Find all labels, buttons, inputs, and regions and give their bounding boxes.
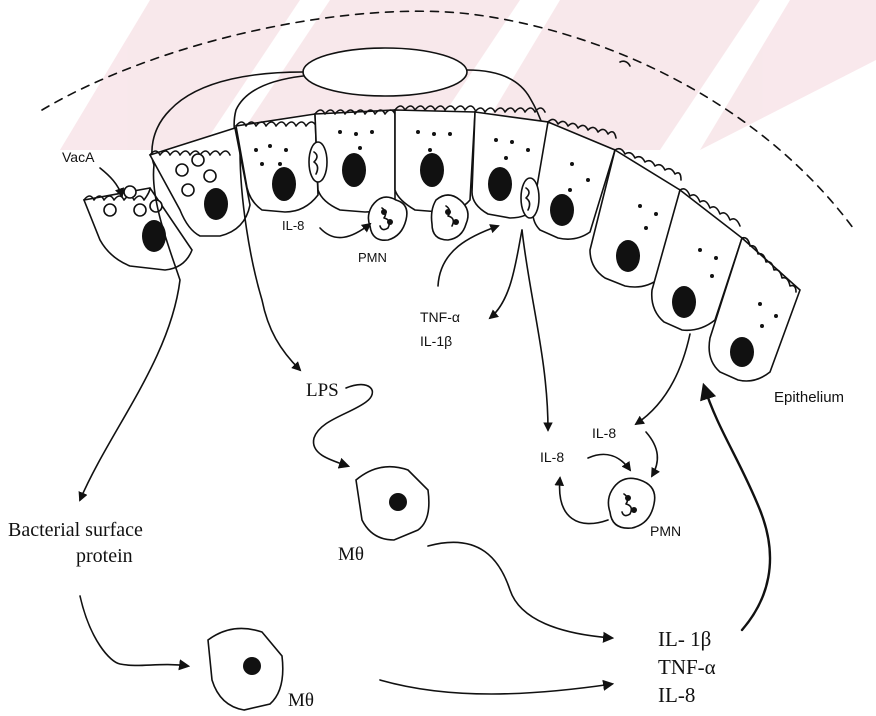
cytokine-tnfa: TNF-α — [658, 655, 716, 679]
il8-top-label: IL-8 — [282, 218, 304, 233]
macrophage-center — [356, 467, 429, 540]
il8-right-left-label: IL-8 — [540, 449, 564, 465]
vaca-arrow — [100, 168, 122, 196]
epithelium-to-il8-right-arrow — [636, 334, 690, 424]
lps-label: LPS — [306, 380, 339, 401]
il1b-small-label: IL-1β — [420, 333, 452, 349]
vaca-label: VacA — [62, 149, 95, 165]
cell-to-tnf-arrow — [490, 230, 522, 318]
bacterial-protein-line2: protein — [76, 545, 133, 567]
cell-to-il8-left-arrow — [522, 230, 548, 430]
macrophage-bottom — [208, 628, 283, 710]
cytokine-il8: IL-8 — [658, 683, 695, 707]
il8-top-to-pmn-arrow — [646, 432, 657, 476]
epithelium-label: Epithelium — [774, 389, 844, 406]
bacterial-protein-line1: Bacterial surface — [8, 519, 143, 541]
protein-to-macrophage-arrow — [80, 596, 188, 666]
cytokines-to-epithelium-arrow — [704, 386, 770, 630]
macrophage-center-to-cytokines-arrow — [428, 542, 612, 638]
cytokine-il1b: IL- 1β — [658, 627, 711, 651]
macrophage-bottom-to-cytokines-arrow — [380, 680, 612, 694]
il8-to-pmn-arrow — [320, 224, 370, 238]
pmn-right-label: PMN — [650, 523, 681, 539]
il8-to-pmn-right-arrow — [588, 454, 630, 470]
macrophage-bottom-label: Mθ — [288, 690, 314, 711]
tnf-small-label: TNF-α — [420, 309, 460, 325]
il8-right-top-label: IL-8 — [592, 425, 616, 441]
pmn-right — [608, 478, 654, 528]
macrophage-center-label: Mθ — [338, 544, 364, 565]
pmn-loop-arrow — [560, 478, 608, 524]
pmn-top-label: PMN — [358, 250, 387, 265]
